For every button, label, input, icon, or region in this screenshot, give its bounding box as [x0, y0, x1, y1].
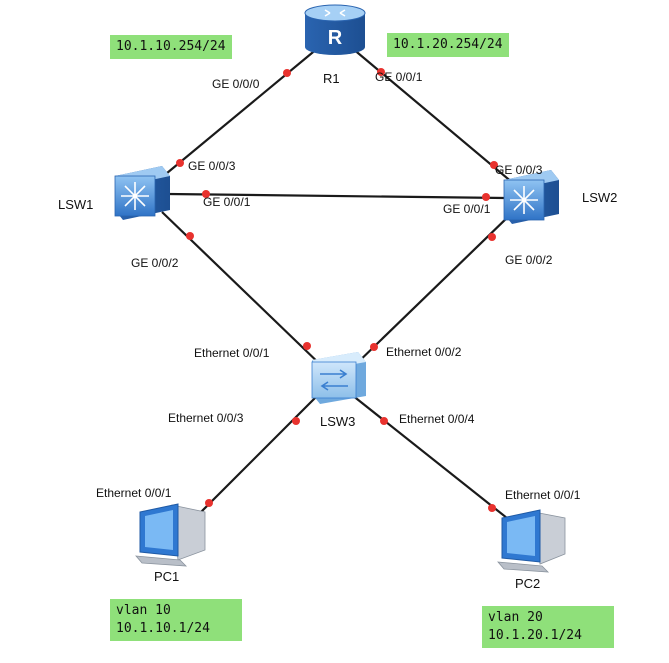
pc1-note: vlan 10 10.1.10.1/24 — [110, 599, 242, 641]
port-label-lsw1-ge003: GE 0/0/3 — [188, 159, 236, 173]
router-icon[interactable]: R — [304, 4, 366, 55]
port-dot-lsw3-eth001 — [303, 342, 311, 350]
port-label-r1-ge000: GE 0/0/0 — [212, 77, 260, 91]
note-text: 10.1.20.254/24 — [393, 37, 503, 52]
port-label-r1-ge001: GE 0/0/1 — [375, 70, 423, 84]
port-dot-pc2-eth001 — [488, 504, 496, 512]
note-text: 10.1.10.254/24 — [116, 39, 226, 54]
port-dot-lsw2-ge003 — [490, 161, 498, 169]
port-label-lsw1-ge001: GE 0/0/1 — [203, 195, 251, 209]
gateway-note-vlan10: 10.1.10.254/24 — [110, 35, 232, 59]
port-dot-lsw3-eth003 — [292, 417, 300, 425]
link-lsw1-lsw2 — [167, 192, 506, 200]
device-label-lsw1: LSW1 — [58, 197, 94, 212]
port-label-lsw2-ge001: GE 0/0/1 — [443, 202, 491, 216]
port-dot-pc1-eth001 — [205, 499, 213, 507]
port-dot-lsw3-eth002 — [370, 343, 378, 351]
pc-icon[interactable] — [135, 503, 206, 567]
pc2-note: vlan 20 10.1.20.1/24 — [482, 606, 614, 648]
port-dot-r1-ge000 — [283, 69, 291, 77]
device-label-pc1: PC1 — [154, 569, 180, 584]
gateway-note-vlan20: 10.1.20.254/24 — [387, 33, 509, 57]
port-dot-lsw2-ge002 — [488, 233, 496, 241]
note-ip: 10.1.10.1/24 — [116, 621, 210, 636]
port-dot-lsw3-eth004 — [380, 417, 388, 425]
port-dot-lsw1-ge003 — [176, 159, 184, 167]
port-dot-lsw1-ge002 — [186, 232, 194, 240]
port-label-lsw2-ge002: GE 0/0/2 — [505, 253, 553, 267]
pc-icon[interactable] — [497, 509, 566, 573]
l3-switch-icon[interactable] — [503, 170, 559, 224]
port-label-lsw1-ge002: GE 0/0/2 — [131, 256, 179, 270]
port-label-pc2-eth001: Ethernet 0/0/1 — [505, 488, 581, 502]
port-label-lsw3-eth001: Ethernet 0/0/1 — [194, 346, 270, 360]
port-dot-r1-ge001 — [377, 68, 385, 76]
port-label-lsw3-eth003: Ethernet 0/0/3 — [168, 411, 244, 425]
l3-switch-icon[interactable] — [114, 166, 170, 220]
port-label-lsw3-eth002: Ethernet 0/0/2 — [386, 345, 462, 359]
link-r1-lsw2 — [351, 47, 514, 184]
link-lsw3-pc2 — [351, 394, 513, 523]
note-vlan: vlan 20 — [488, 610, 543, 625]
port-label-pc1-eth001: Ethernet 0/0/1 — [96, 486, 172, 500]
l2-switch-icon[interactable] — [311, 352, 366, 404]
device-label-lsw3: LSW3 — [320, 414, 356, 429]
note-vlan: vlan 10 — [116, 603, 171, 618]
device-label-pc2: PC2 — [515, 576, 541, 591]
port-dot-lsw1-ge001 — [202, 190, 210, 198]
port-label-lsw3-eth004: Ethernet 0/0/4 — [399, 412, 475, 426]
device-label-lsw2: LSW2 — [582, 190, 618, 205]
note-ip: 10.1.20.1/24 — [488, 628, 582, 643]
device-label-r1: R1 — [323, 71, 340, 86]
port-dot-lsw2-ge001 — [482, 193, 490, 201]
port-label-lsw2-ge003: GE 0/0/3 — [495, 163, 543, 177]
svg-text:R: R — [328, 27, 343, 49]
